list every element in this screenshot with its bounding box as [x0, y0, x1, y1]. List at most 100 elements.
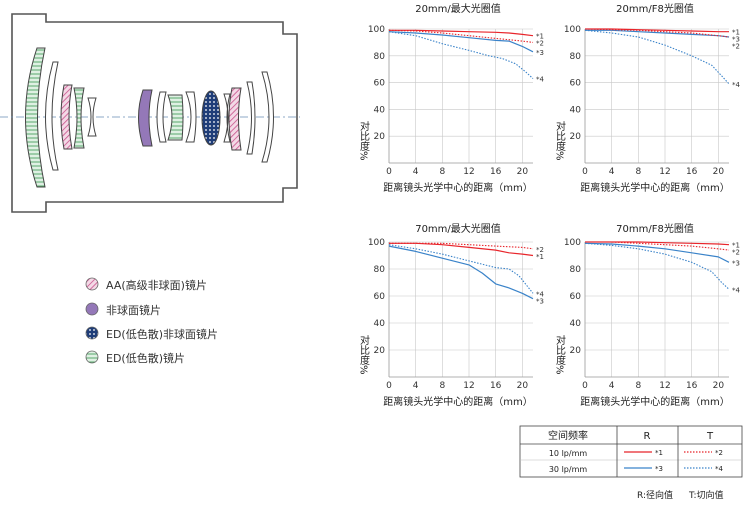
key-table-header: T: [706, 431, 714, 442]
series-end-label: *3: [536, 297, 544, 305]
y-tick-label: 80: [570, 52, 582, 62]
y-tick-label: 80: [374, 265, 386, 275]
lens-legend: AA(高级非球面)镜片 非球面镜片 ED(低色散)非球面镜片 ED(低色散)镜片: [85, 277, 218, 365]
x-tick-label: 8: [635, 167, 641, 177]
y-axis-label: 对比度%: [554, 120, 566, 161]
series-end-label: *1: [732, 242, 740, 250]
x-tick-label: 16: [686, 167, 698, 177]
ed-lens-element: [73, 87, 85, 149]
x-axis-label: 距离镜头光学中心的距离（mm）: [580, 395, 729, 408]
key-table: 空间频率 R T 10 lp/mm *1 *2 30 lp/mm *3 *4: [519, 425, 743, 478]
footnote-tangential: T:切向值: [688, 489, 724, 501]
x-tick-label: 12: [463, 381, 474, 391]
x-axis-label: 距离镜头光学中心的距离（mm）: [383, 181, 532, 194]
y-tick-label: 40: [374, 105, 386, 115]
x-tick-label: 0: [582, 167, 588, 177]
series-line: [388, 244, 534, 294]
legend-label: ED(低色散)镜片: [106, 351, 185, 365]
x-tick-label: 8: [439, 381, 445, 391]
x-tick-label: 0: [582, 381, 588, 391]
x-tick-label: 16: [686, 381, 698, 391]
x-tick-label: 4: [413, 167, 419, 177]
x-tick-label: 4: [609, 167, 615, 177]
x-tick-label: 8: [439, 167, 445, 177]
y-tick-label: 40: [570, 105, 582, 115]
series-line: [388, 31, 534, 53]
ed-aspherical-lens-element: [201, 90, 221, 146]
chart-title: 20mm/F8光圈值: [616, 2, 694, 15]
lens-element: [223, 93, 231, 143]
ed-swatch-icon: [85, 350, 99, 364]
y-tick-label: 20: [374, 346, 386, 356]
series-line: [389, 29, 534, 37]
series-end-label: *4: [732, 286, 741, 294]
series-end-label: *1: [732, 29, 740, 37]
key-table-frequency: 10 lp/mm: [549, 449, 588, 458]
x-tick-label: 12: [463, 167, 474, 177]
ed-lens-element: [167, 94, 184, 141]
series-end-label: *3: [732, 259, 740, 267]
lens-element: [185, 91, 197, 143]
x-tick-label: 0: [386, 167, 392, 177]
series-line: [389, 242, 534, 257]
key-table-frequency: 30 lp/mm: [549, 465, 588, 474]
y-axis-label: 对比度%: [358, 120, 370, 161]
aa-swatch-icon: [85, 277, 99, 291]
chart-title: 70mm/最大光圈值: [415, 222, 501, 235]
y-tick-label: 100: [368, 238, 385, 248]
y-tick-label: 40: [570, 319, 582, 329]
series-end-label: *4: [536, 76, 545, 84]
legend-label: ED(低色散)非球面镜片: [106, 327, 218, 341]
meniscus-lens-element: [45, 61, 59, 171]
series-line: [585, 241, 730, 246]
footnote-radial: R:径向值: [637, 489, 673, 501]
x-tick-label: 4: [413, 381, 419, 391]
y-tick-label: 80: [570, 265, 582, 275]
legend-item-aspherical: 非球面镜片: [85, 302, 161, 317]
key-table-header: R: [644, 431, 651, 442]
y-tick-label: 20: [374, 132, 386, 142]
x-tick-label: 20: [517, 167, 529, 177]
series-end-label: *2: [536, 40, 544, 48]
series-line: [388, 31, 534, 80]
series-line: [388, 29, 534, 43]
series-end-label: *2: [732, 43, 740, 51]
x-tick-label: 12: [659, 381, 670, 391]
x-tick-label: 20: [713, 381, 725, 391]
series-line: [584, 242, 730, 290]
key-label: *1: [655, 449, 663, 457]
series-line: [585, 28, 729, 33]
y-axis-label: 对比度%: [554, 334, 566, 375]
y-tick-label: 60: [374, 292, 386, 302]
series-end-label: *3: [732, 36, 740, 44]
y-tick-label: 100: [564, 25, 581, 35]
key-table-header: 空间频率: [548, 429, 588, 442]
lens-element: [87, 97, 97, 137]
series-end-label: *4: [536, 290, 545, 298]
series-line: [388, 245, 534, 300]
y-tick-label: 100: [368, 25, 385, 35]
aspherical-lens-element: [138, 89, 153, 147]
lens-element: [261, 71, 274, 163]
chart-title: 70mm/F8光圈值: [616, 222, 694, 235]
series-end-label: *1: [536, 33, 544, 41]
x-axis-label: 距离镜头光学中心的距离（mm）: [383, 395, 532, 408]
chart-title: 20mm/最大光圈值: [415, 2, 501, 15]
series-end-label: *3: [536, 49, 544, 57]
lens-diagram: [0, 13, 300, 213]
ed-lens-element: [25, 47, 46, 188]
x-tick-label: 16: [490, 381, 502, 391]
y-tick-label: 100: [564, 238, 581, 248]
key-label: *2: [715, 449, 723, 457]
legend-item-aa: AA(高级非球面)镜片: [85, 277, 207, 292]
y-tick-label: 40: [374, 319, 386, 329]
key-label: *4: [715, 465, 724, 473]
y-tick-label: 60: [374, 79, 386, 89]
series-line: [584, 242, 730, 263]
series-end-label: *2: [732, 249, 740, 257]
